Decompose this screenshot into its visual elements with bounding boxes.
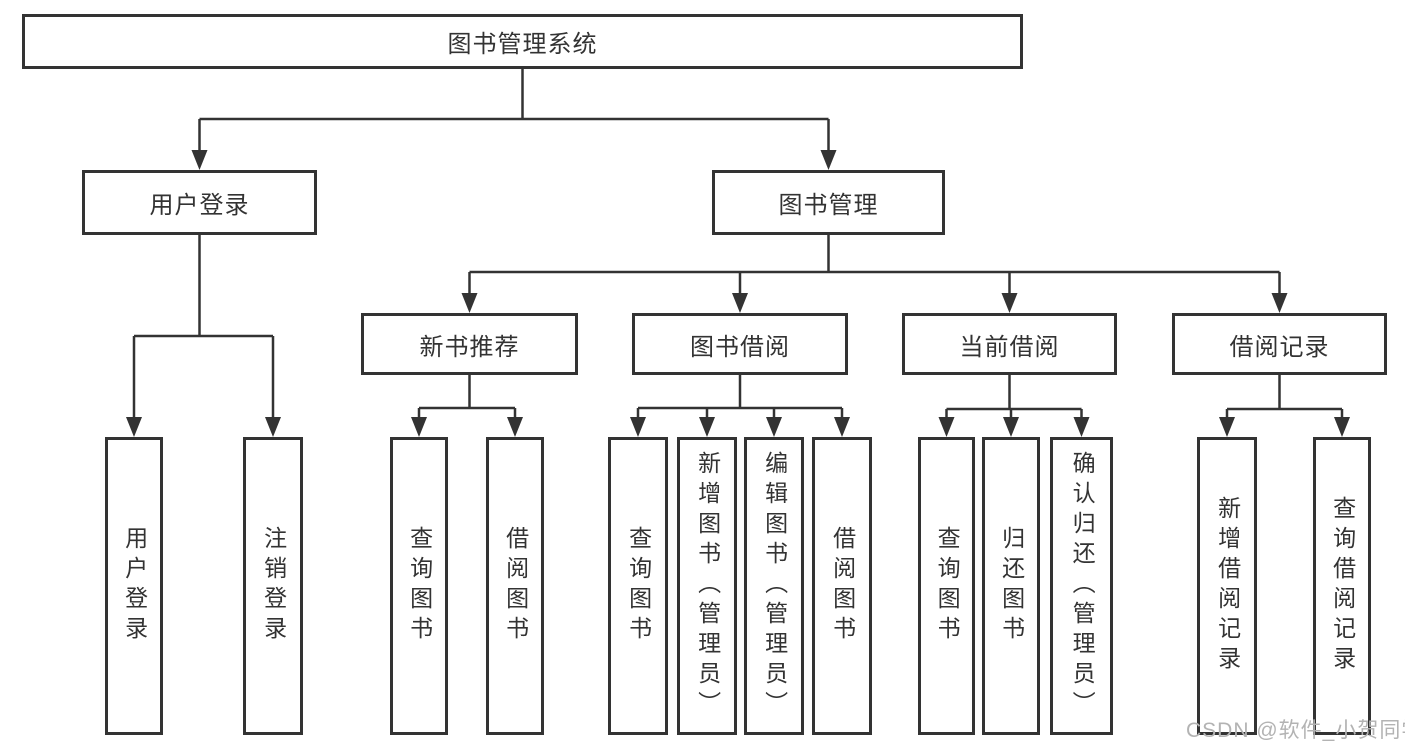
leaf-current-confirm-return-admin: 确认归还（管理员） [1050, 437, 1113, 735]
node-label: 注销登录 [260, 526, 287, 646]
leaf-borrowing-query-books: 查询图书 [608, 437, 668, 735]
arrow-down-icon [507, 417, 523, 437]
node-label: 查询图书 [934, 526, 961, 646]
connector-borrowing-records-to-leaves [1219, 375, 1350, 437]
node-label: 图书管理 [778, 192, 879, 219]
arrow-down-icon [1001, 293, 1018, 313]
node-label: 查询借阅记录 [1329, 496, 1356, 676]
connector-current-borrowing-to-leaves [938, 375, 1090, 437]
leaf-recommend-borrow-books: 借阅图书 [486, 437, 544, 735]
arrow-down-icon [1003, 417, 1019, 437]
arrow-down-icon [699, 417, 715, 437]
node-current-borrowing: 当前借阅 [902, 313, 1117, 375]
node-label: 查询图书 [625, 526, 652, 646]
node-label: 查询图书 [406, 526, 433, 646]
leaf-user-login: 用户登录 [105, 437, 163, 735]
node-label: 用户登录 [121, 526, 148, 646]
node-user-login: 用户登录 [82, 170, 317, 235]
connector-book-borrowing-to-leaves [630, 375, 850, 437]
node-label: 用户登录 [149, 192, 250, 219]
arrow-down-icon [938, 417, 955, 437]
node-label: 图书管理系统 [447, 31, 598, 58]
leaf-logout: 注销登录 [243, 437, 303, 735]
connector-book-management-to-level3 [461, 235, 1288, 313]
leaf-borrowing-add-books-admin: 新增图书（管理员） [677, 437, 737, 735]
node-new-book-recommend: 新书推荐 [361, 313, 578, 375]
arrow-down-icon [1073, 417, 1090, 437]
arrow-down-icon [834, 417, 850, 437]
arrow-down-icon [265, 417, 281, 437]
node-label: 新书推荐 [419, 333, 520, 361]
connector-new-book-recommend-to-leaves [411, 375, 523, 437]
leaf-current-query-books: 查询图书 [918, 437, 975, 735]
arrow-down-icon [461, 293, 478, 313]
leaf-current-return-books: 归还图书 [982, 437, 1040, 735]
node-label: 新增借阅记录 [1214, 496, 1241, 676]
arrow-down-icon [732, 293, 748, 313]
arrow-down-icon [1334, 417, 1350, 437]
node-label: 编辑图书（管理员） [761, 451, 788, 721]
node-label: 图书借阅 [690, 333, 790, 361]
arrow-down-icon [820, 150, 837, 170]
node-book-borrowing: 图书借阅 [632, 313, 848, 375]
node-label: 借阅图书 [829, 526, 856, 646]
node-borrowing-records: 借阅记录 [1172, 313, 1387, 375]
node-label: 借阅图书 [502, 526, 529, 646]
arrow-down-icon [411, 417, 427, 437]
connector-root-to-level2 [191, 69, 837, 170]
arrow-down-icon [191, 150, 208, 170]
leaf-recommend-query-books: 查询图书 [390, 437, 448, 735]
node-root: 图书管理系统 [22, 14, 1023, 69]
leaf-borrowing-edit-books-admin: 编辑图书（管理员） [744, 437, 804, 735]
arrow-down-icon [1271, 293, 1288, 313]
node-book-management: 图书管理 [712, 170, 945, 235]
node-label: 确认归还（管理员） [1069, 451, 1096, 721]
csdn-watermark: CSDN @软件_小贺同学 [1186, 719, 1405, 742]
arrow-down-icon [1219, 417, 1235, 437]
leaf-records-query-record: 查询借阅记录 [1313, 437, 1371, 735]
node-label: 借阅记录 [1229, 333, 1330, 361]
arrow-down-icon [630, 417, 646, 437]
arrow-down-icon [766, 417, 782, 437]
arrow-down-icon [126, 417, 142, 437]
node-label: 当前借阅 [959, 333, 1060, 361]
connector-user-login-to-leaves [126, 235, 281, 437]
node-label: 归还图书 [998, 526, 1025, 646]
node-label: 新增图书（管理员） [694, 451, 721, 721]
leaf-borrowing-borrow-books: 借阅图书 [812, 437, 872, 735]
leaf-records-add-record: 新增借阅记录 [1197, 437, 1257, 735]
